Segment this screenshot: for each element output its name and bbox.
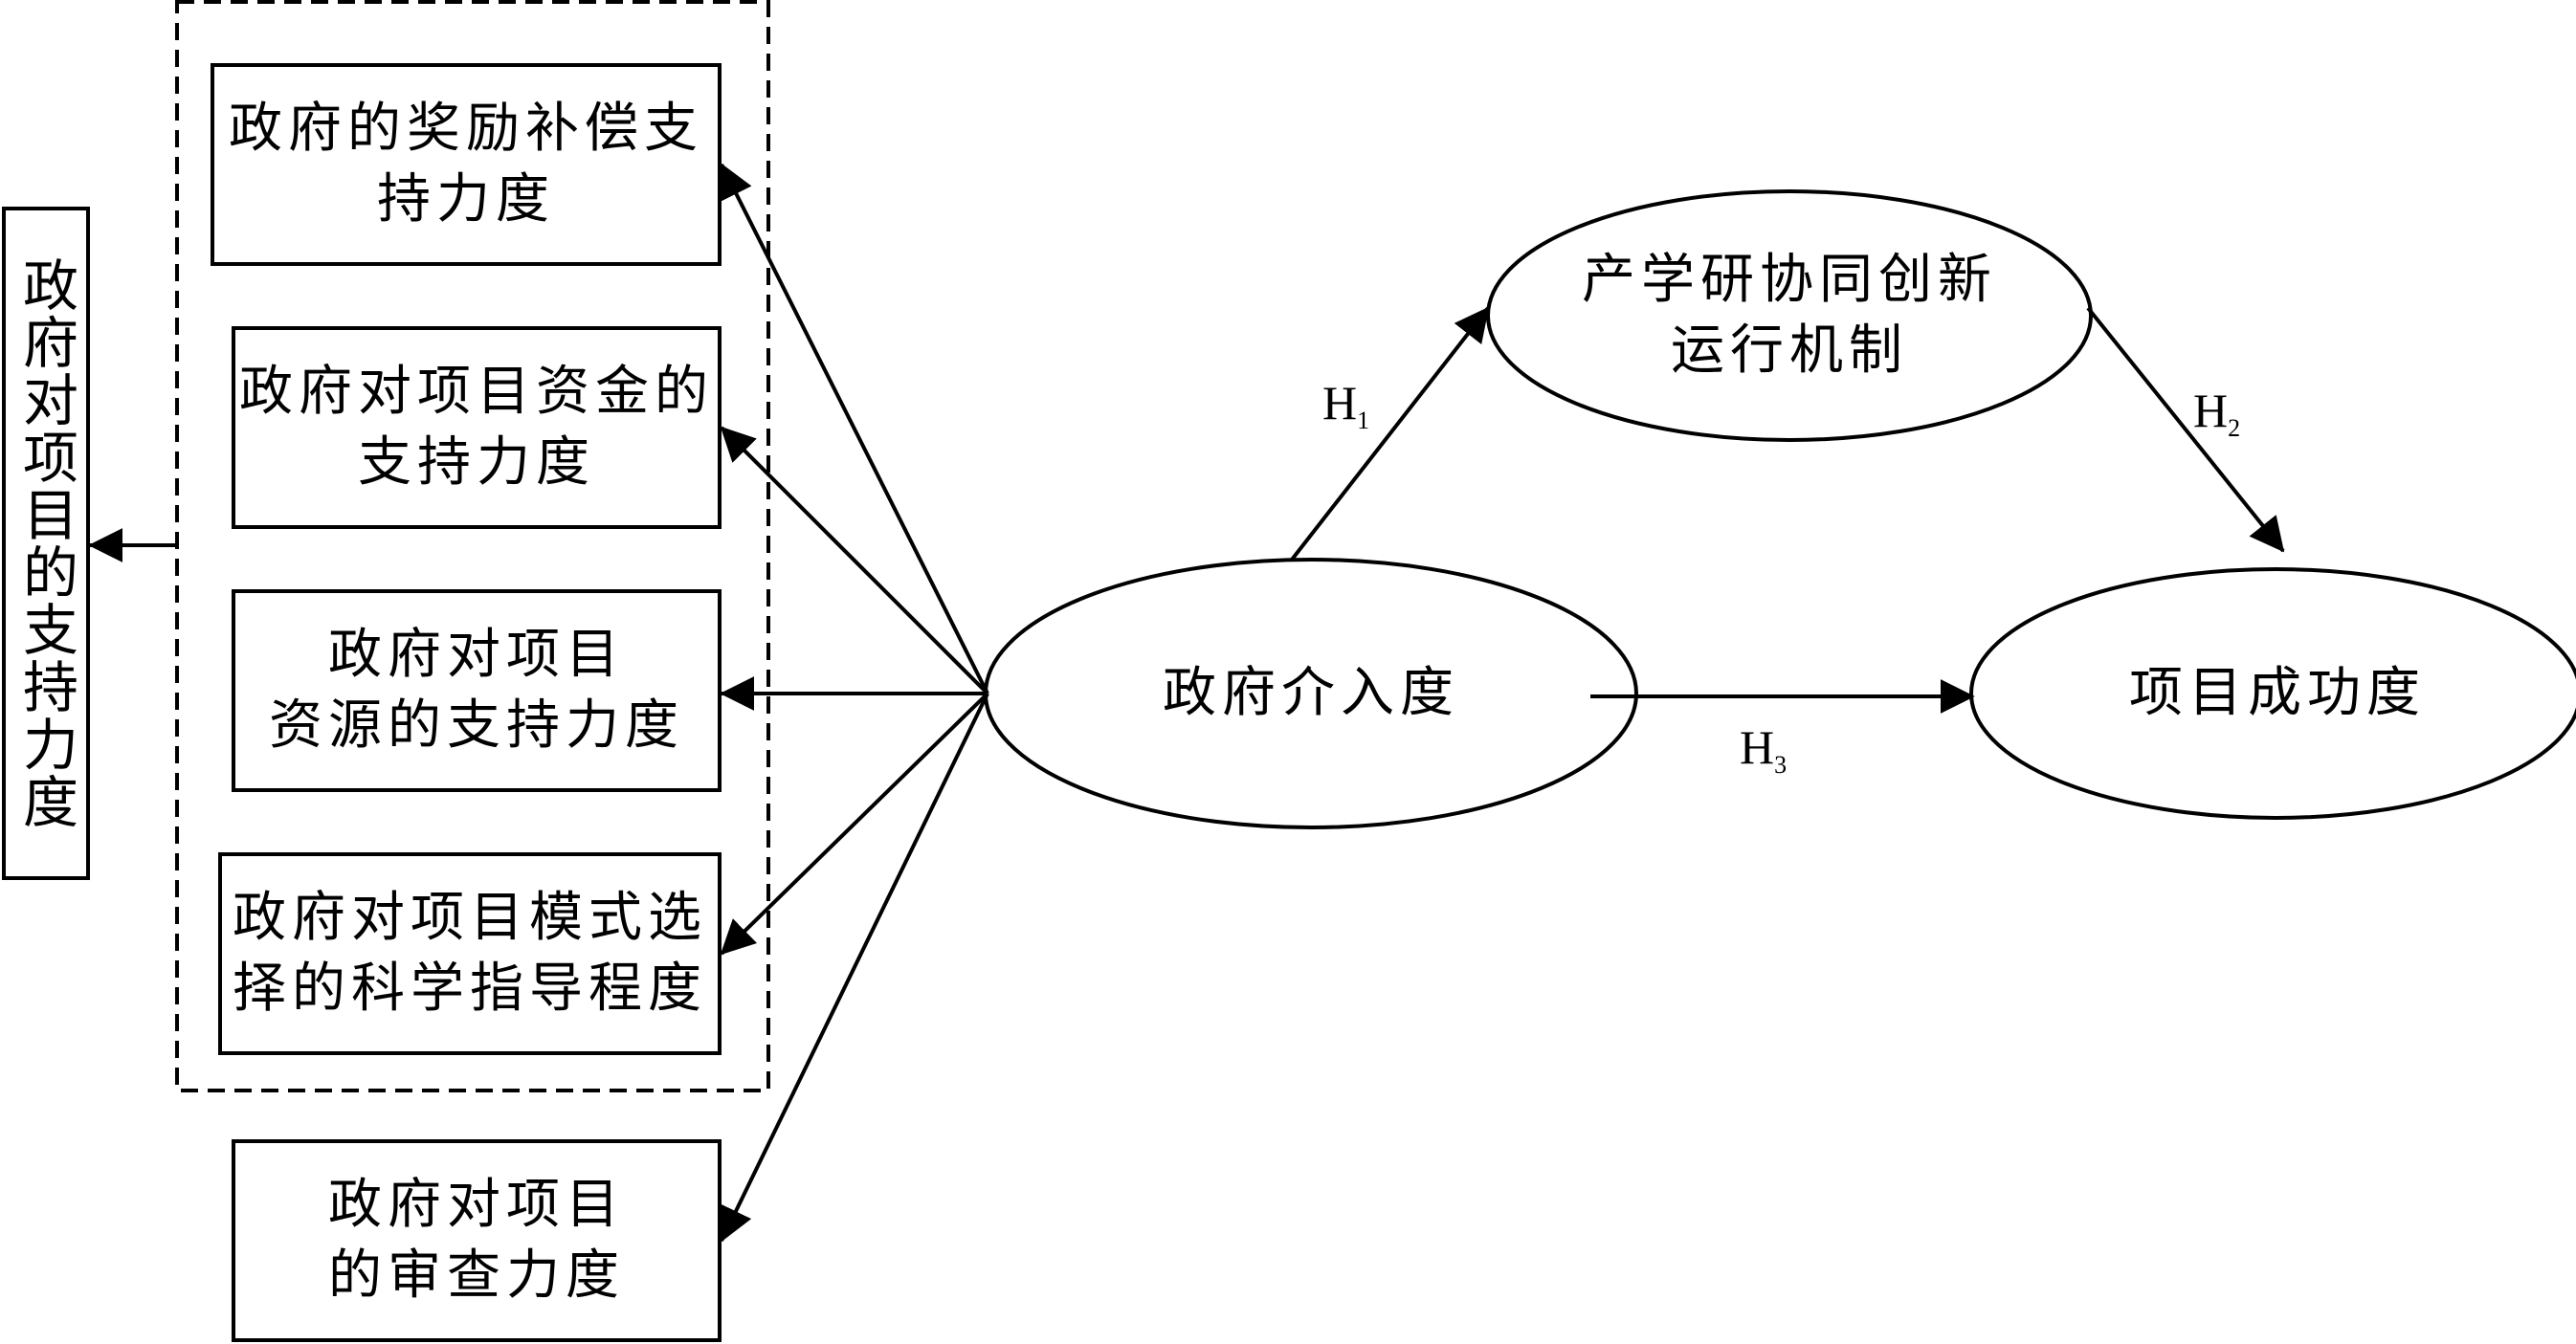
reward-support-label: 政府的奖励补偿支 持力度 (229, 98, 703, 231)
h2-label: H2 (2193, 383, 2240, 443)
mode-guidance-box (218, 852, 722, 1055)
h2-index: 2 (2228, 414, 2241, 442)
h3-letter: H (1740, 720, 1775, 774)
h2-arrow (2086, 306, 2285, 553)
h3-index: 3 (1774, 751, 1788, 779)
arrow-to-funding (720, 426, 989, 695)
h1-index: 1 (1357, 407, 1370, 434)
funding-support-box (232, 326, 722, 529)
intervention-label: 政府介入度 (1163, 662, 1459, 725)
review-intensity-box (232, 1139, 722, 1342)
h1-label: H1 (1322, 375, 1369, 435)
h1-arrow (1290, 306, 1490, 562)
resource-support-box (232, 589, 722, 792)
overall-support-box (2, 207, 90, 880)
h2-letter: H (2193, 384, 2229, 437)
h3-label: H3 (1740, 719, 1787, 780)
mechanism-label: 产学研协同创新 运行机制 (1582, 249, 1997, 382)
reward-support-box (211, 63, 722, 266)
arrow-to-reward (720, 163, 989, 694)
arrow-to-review (720, 693, 989, 1243)
arrow-to-mode (720, 692, 989, 956)
h1-letter: H (1322, 376, 1358, 430)
success-label: 项目成功度 (2129, 662, 2426, 725)
resource-support-label: 政府对项目 资源的支持力度 (269, 624, 684, 757)
mode-guidance-label: 政府对项目模式选 择的科学指导程度 (233, 887, 707, 1020)
overall-support-label: 政府对项目的支持力度 (13, 256, 78, 830)
funding-support-label: 政府对项目资金的 支持力度 (239, 361, 714, 494)
review-intensity-label: 政府对项目 的审查力度 (328, 1174, 625, 1307)
